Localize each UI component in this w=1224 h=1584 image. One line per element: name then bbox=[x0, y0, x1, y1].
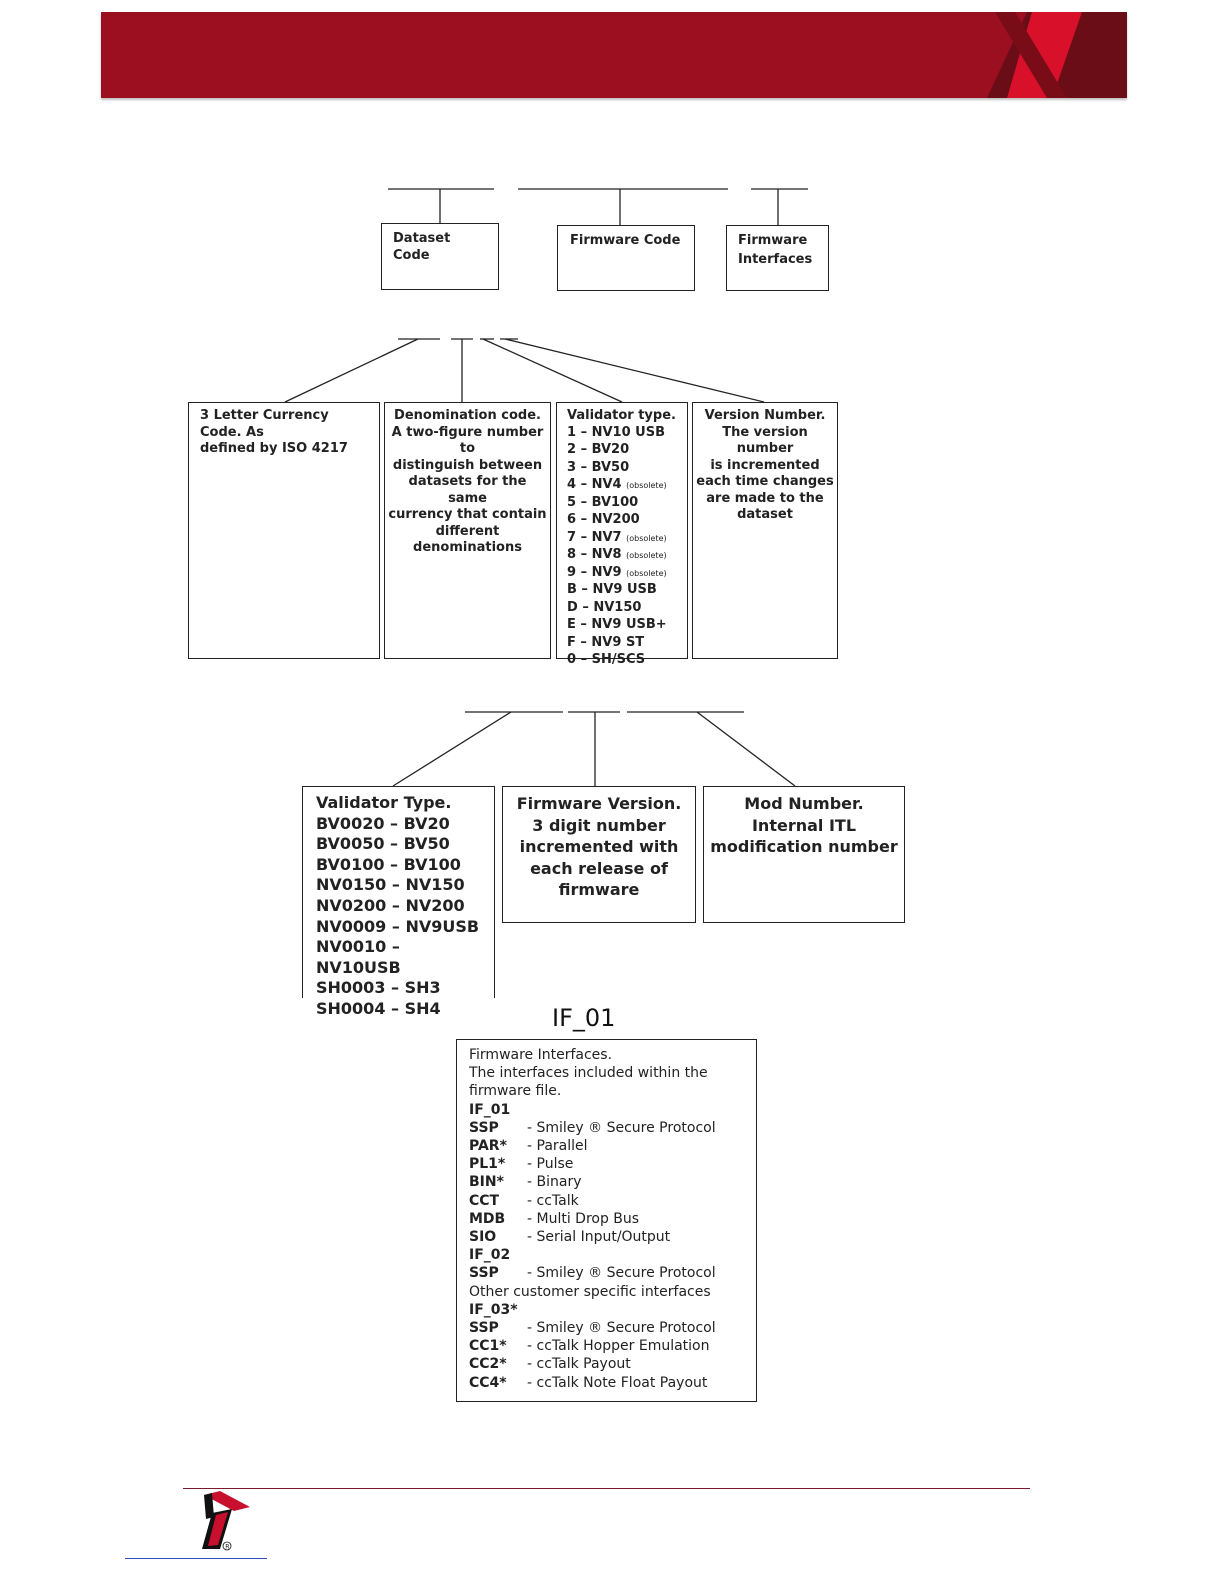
version-number-box: Version Number. The version number is in… bbox=[692, 402, 838, 659]
interfaces-title: IF_01 bbox=[552, 1004, 616, 1032]
validator-type-row: D – NV150 bbox=[567, 599, 642, 615]
version-line: The version number bbox=[722, 424, 808, 457]
interface-row: CC1*- ccTalk Hopper Emulation bbox=[469, 1338, 710, 1355]
validator-code-line: Validator Type. bbox=[316, 793, 452, 812]
validator-type-row: F – NV9 ST bbox=[567, 634, 645, 650]
interface-group-heading: IF_02 bbox=[469, 1247, 511, 1264]
version-line: dataset bbox=[737, 507, 793, 522]
validator-type-row: 4 – NV4 (obsolete) bbox=[567, 477, 667, 492]
interfaces-intro-line: firmware file. bbox=[469, 1083, 562, 1100]
validator-code-line: BV0020 – BV20 bbox=[316, 813, 450, 833]
validator-type-row: 6 – NV200 bbox=[567, 512, 640, 527]
validator-title: Validator type. bbox=[567, 408, 676, 423]
denomination-line: distinguish between bbox=[392, 457, 543, 473]
validator-code-line: SH0003 – SH3 bbox=[316, 978, 441, 998]
validator-type-row: 8 – NV8 (obsolete) bbox=[567, 547, 667, 562]
firmware-version-line: 3 digit number bbox=[532, 815, 666, 835]
firmware-version-line: Firmware Version. bbox=[516, 794, 682, 813]
validator-code-line: BV0100 – BV100 bbox=[316, 854, 461, 874]
interface-row: PL1*- Pulse bbox=[469, 1156, 574, 1173]
firmware-code-box: Firmware Code bbox=[557, 225, 695, 291]
firmware-version-box: Firmware Version. 3 digit number increme… bbox=[502, 786, 696, 923]
interface-row: CC2*- ccTalk Payout bbox=[469, 1356, 631, 1373]
validator-code-line: NV0200 – NV200 bbox=[316, 895, 465, 915]
validator-code-line: SH0004 – SH4 bbox=[316, 998, 441, 1018]
dataset-code-label: Dataset Code bbox=[393, 231, 451, 263]
currency-code-box: 3 Letter Currency Code. As defined by IS… bbox=[188, 402, 380, 659]
firmware-version-line: incremented with bbox=[519, 837, 679, 856]
firmware-version-line: firmware bbox=[558, 880, 640, 899]
mod-number-box: Mod Number. Internal ITL modification nu… bbox=[703, 786, 905, 923]
interfaces-intro-line: Firmware Interfaces. bbox=[469, 1047, 613, 1063]
banner-logo-stripes-icon bbox=[987, 12, 1127, 98]
validator-type-row: 3 – BV50 bbox=[567, 459, 630, 475]
header-banner bbox=[101, 12, 1127, 98]
denomination-line: Denomination code. bbox=[394, 408, 541, 423]
firmware-interfaces-label-2: Interfaces bbox=[738, 252, 813, 267]
mod-number-line: Internal ITL bbox=[751, 815, 857, 835]
version-line: is incremented bbox=[710, 457, 820, 473]
interface-row: SSP- Smiley ® Secure Protocol bbox=[469, 1265, 716, 1282]
mod-number-line: Mod Number. bbox=[744, 794, 864, 813]
validator-code-line: NV0009 – NV9USB bbox=[316, 916, 480, 936]
validator-code-line: NV0010 – NV10USB bbox=[316, 937, 401, 977]
footer-link-underline bbox=[125, 1558, 267, 1559]
interface-row: SSP- Smiley ® Secure Protocol bbox=[469, 1320, 716, 1337]
version-line: are made to the bbox=[706, 490, 824, 506]
firmware-interfaces-box: Firmware Interfaces bbox=[726, 225, 829, 291]
validator-code-line: NV0150 – NV150 bbox=[316, 875, 465, 895]
interface-row: PAR*- Parallel bbox=[469, 1138, 588, 1155]
validator-type-row: 9 – NV9 (obsolete) bbox=[567, 564, 667, 580]
company-logo: R bbox=[190, 1491, 252, 1557]
interface-row: CC4*- ccTalk Note Float Payout bbox=[469, 1374, 708, 1391]
firmware-interfaces-detail-box: Firmware Interfaces. The interfaces incl… bbox=[456, 1039, 757, 1402]
denomination-code-box: Denomination code. A two-figure number t… bbox=[384, 402, 551, 659]
interface-note: Other customer specific interfaces bbox=[469, 1283, 711, 1300]
validator-type-box: Validator type. 1 – NV10 USB 2 – BV20 3 … bbox=[556, 402, 688, 667]
version-line: each time changes bbox=[696, 474, 834, 489]
validator-code-line: BV0050 – BV50 bbox=[316, 834, 450, 854]
interface-group-heading: IF_03* bbox=[469, 1301, 518, 1318]
svg-text:R: R bbox=[225, 1543, 229, 1550]
interface-row: SSP- Smiley ® Secure Protocol bbox=[469, 1119, 716, 1136]
currency-line: 3 Letter Currency Code. As bbox=[200, 408, 329, 440]
validator-type-row: E – NV9 USB+ bbox=[567, 617, 667, 632]
denomination-line: currency that contain bbox=[388, 507, 547, 522]
denomination-line: denominations bbox=[413, 540, 522, 555]
firmware-interfaces-label-1: Firmware bbox=[738, 233, 808, 248]
validator-type-row: B – NV9 USB bbox=[567, 582, 657, 597]
validator-type-row: 5 – BV100 bbox=[567, 494, 639, 510]
validator-type-row: 0 – SH/SCS bbox=[567, 652, 646, 667]
interfaces-intro-line: The interfaces included within the bbox=[469, 1065, 708, 1082]
validator-type-code-box: Validator Type. BV0020 – BV20 BV0050 – B… bbox=[302, 786, 495, 1018]
validator-type-row: 1 – NV10 USB bbox=[567, 424, 665, 440]
version-line: Version Number. bbox=[704, 408, 826, 423]
denomination-line: datasets for the same bbox=[408, 474, 527, 506]
itl-logo-icon: R bbox=[202, 1491, 250, 1551]
footer-divider bbox=[183, 1488, 1030, 1489]
currency-line: defined by ISO 4217 bbox=[200, 441, 348, 456]
interface-row: CCT- ccTalk bbox=[469, 1192, 579, 1209]
mod-number-line: modification number bbox=[710, 837, 898, 856]
validator-type-row: 2 – BV20 bbox=[567, 442, 630, 457]
interface-row: MDB- Multi Drop Bus bbox=[469, 1210, 640, 1227]
interface-group-heading: IF_01 bbox=[469, 1101, 511, 1118]
dataset-code-box: Dataset Code bbox=[381, 223, 499, 290]
interface-row: SIO- Serial Input/Output bbox=[469, 1229, 671, 1246]
firmware-version-line: each release of bbox=[530, 858, 668, 878]
interface-row: BIN*- Binary bbox=[469, 1174, 582, 1191]
denomination-line: different bbox=[435, 523, 500, 539]
firmware-code-label: Firmware Code bbox=[570, 233, 681, 248]
denomination-line: A two-figure number to bbox=[391, 424, 544, 457]
validator-type-row: 7 – NV7 (obsolete) bbox=[567, 529, 667, 545]
